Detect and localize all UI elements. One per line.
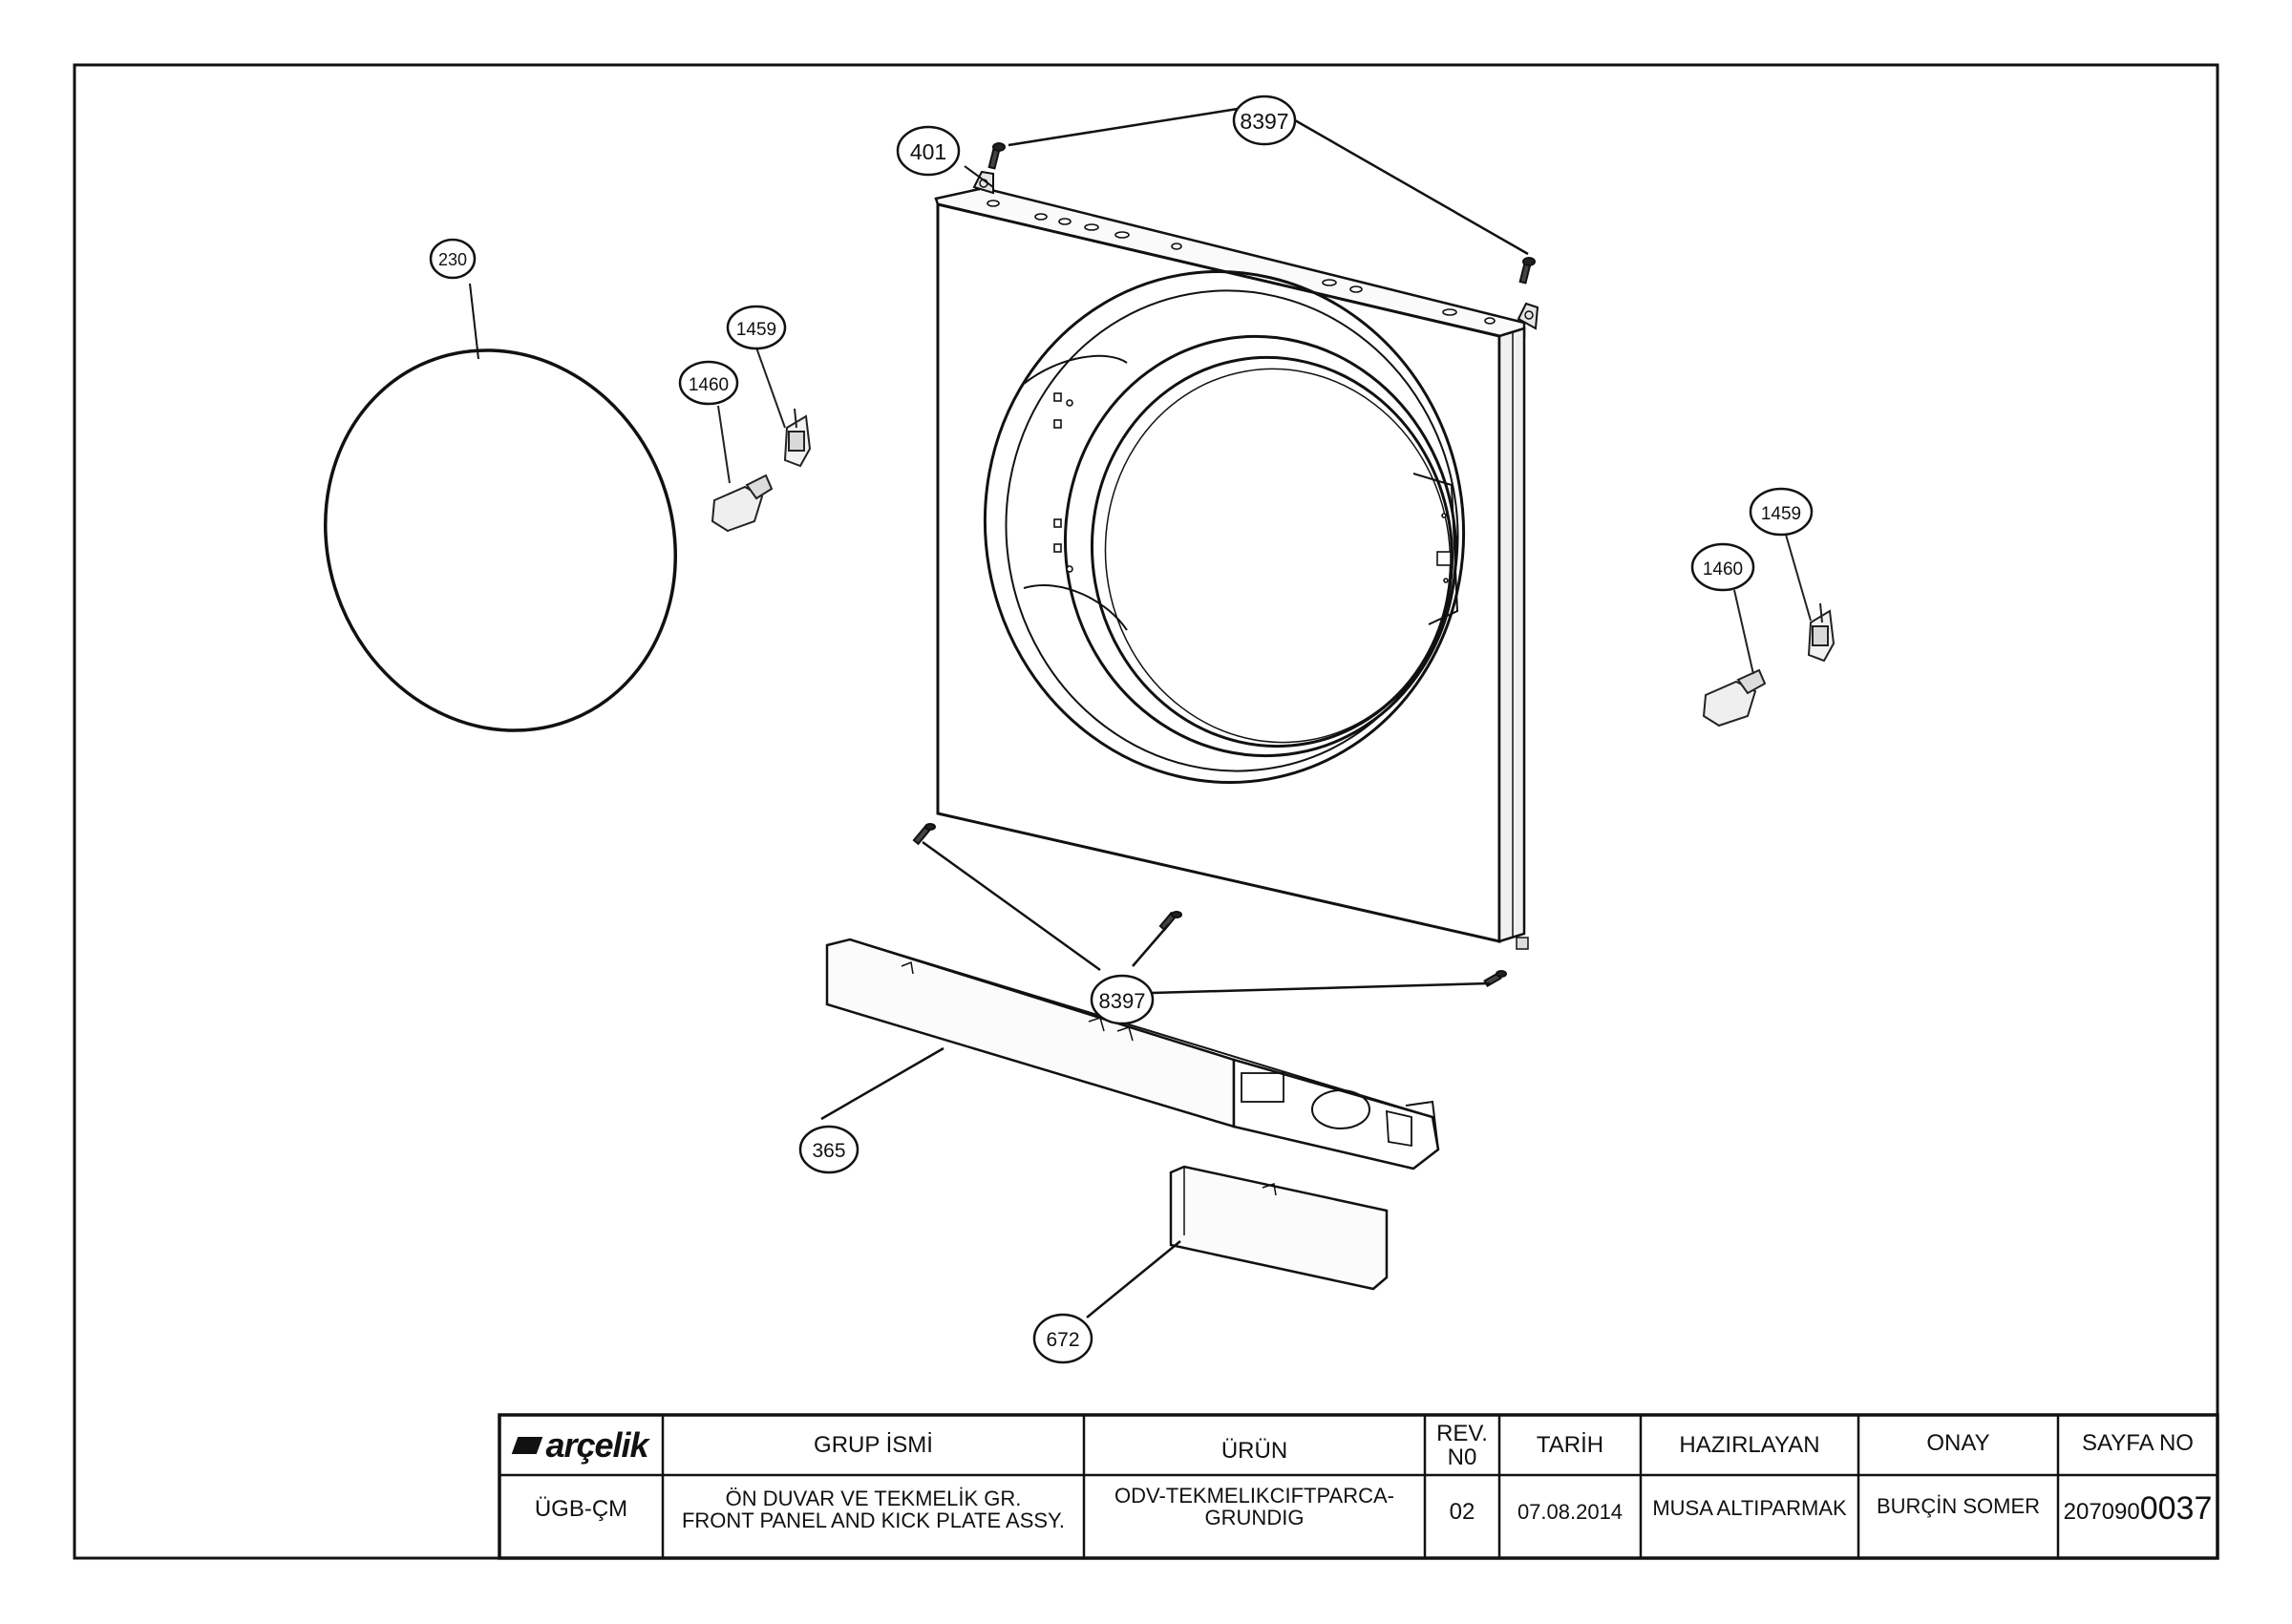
part-230-door-seal — [324, 283, 677, 732]
header-group-name: GRUP İSMİ — [814, 1431, 933, 1458]
callout-230: 230 — [429, 238, 477, 280]
value-prepared-by: MUSA ALTIPARMAK — [1652, 1496, 1847, 1521]
header-rev: REV. N0 — [1436, 1420, 1488, 1470]
callout-1460-right: 1460 — [1690, 542, 1755, 592]
svg-text:1460: 1460 — [1703, 559, 1743, 580]
part-1459-right-hinge — [1785, 534, 1836, 663]
callout-1459-left: 1459 — [726, 305, 787, 350]
callout-672: 672 — [1032, 1313, 1093, 1364]
callout-401: 401 — [896, 125, 961, 177]
part-1459-left-hinge — [755, 347, 812, 468]
title-block-grid — [498, 1413, 2219, 1560]
header-prepared-by: HAZIRLAYAN — [1679, 1431, 1820, 1458]
svg-text:1459: 1459 — [736, 320, 776, 340]
svg-text:8397: 8397 — [1099, 989, 1146, 1013]
value-date: 07.08.2014 — [1517, 1500, 1624, 1525]
svg-text:1459: 1459 — [1761, 504, 1801, 524]
svg-text:401: 401 — [910, 139, 946, 164]
callout-8397-bottom: 8397 — [1090, 974, 1155, 1025]
value-rev: 02 — [1449, 1499, 1475, 1526]
svg-text:365: 365 — [812, 1140, 845, 1162]
callout-1459-right: 1459 — [1749, 487, 1814, 537]
page-no-suffix: 0037 — [2139, 1490, 2213, 1527]
product-line-1: ODV-TEKMELIKCIFTPARCA- — [1114, 1483, 1394, 1508]
value-group-name: ÖN DUVAR VE TEKMELİK GR. FRONT PANEL AND… — [663, 1475, 1084, 1544]
page-no-prefix: 207090 — [2063, 1499, 2140, 1525]
callout-1460-left: 1460 — [678, 360, 739, 406]
callout-8397-top: 8397 — [1232, 95, 1297, 146]
svg-text:230: 230 — [438, 250, 467, 269]
logo-text: arçelik — [545, 1425, 648, 1466]
part-1460-left-latch — [711, 405, 774, 533]
svg-text:672: 672 — [1046, 1329, 1079, 1351]
svg-text:1460: 1460 — [689, 375, 729, 395]
group-name-tr: ÖN DUVAR VE TEKMELİK GR. — [725, 1486, 1022, 1510]
leader-lines-8397 — [922, 107, 1529, 995]
header-date: TARİH — [1536, 1431, 1604, 1458]
value-department: ÜGB-ÇM — [534, 1496, 628, 1523]
svg-text:8397: 8397 — [1240, 109, 1288, 134]
part-401-front-panel — [934, 165, 1539, 950]
header-page-no: SAYFA NO — [2082, 1429, 2194, 1456]
part-365-kick-plate — [820, 938, 1440, 1171]
value-approval: BURÇİN SOMER — [1876, 1494, 2041, 1519]
part-672-kick-cover — [1086, 1165, 1389, 1318]
value-product: ODV-TEKMELIKCIFTPARCA- GRUNDIG — [1084, 1475, 1425, 1538]
group-name-en: FRONT PANEL AND KICK PLATE ASSY. — [681, 1508, 1066, 1532]
logo-mark-icon — [512, 1437, 543, 1454]
product-line-2: GRUNDIG — [1204, 1506, 1305, 1529]
arcelik-logo: arçelik — [502, 1417, 661, 1474]
header-product: ÜRÜN — [1220, 1437, 1288, 1464]
header-approval: ONAY — [1926, 1429, 1990, 1456]
part-1460-right-latch — [1702, 589, 1767, 728]
screws-8397 — [912, 142, 1536, 987]
callout-365: 365 — [798, 1125, 860, 1174]
